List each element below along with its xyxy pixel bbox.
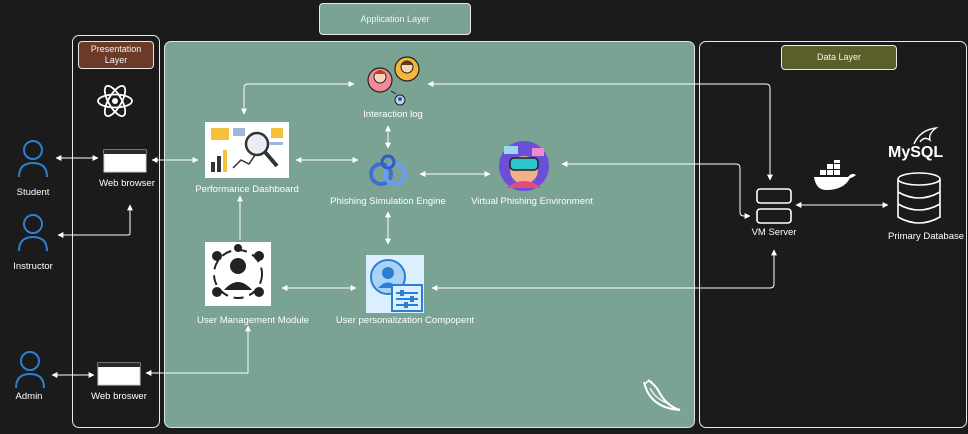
user-management-icon: [205, 242, 271, 306]
vr-user-icon: [499, 141, 549, 191]
performance-dashboard-label: Performance Dashboard: [195, 184, 299, 195]
instructor-label: Instructor: [13, 261, 53, 272]
application-layer-title: Application Layer: [360, 13, 430, 24]
interaction-log-icon: [367, 56, 420, 106]
user-icon: [18, 214, 48, 252]
mysql-logo-text: MySQL: [888, 144, 944, 161]
user-icon: [18, 140, 48, 178]
vm-server-label: VM Server: [751, 227, 797, 238]
presentation-layer-title: Presentation Layer: [90, 44, 142, 65]
user-icon: [15, 351, 45, 389]
application-layer-tag: Application Layer: [319, 3, 471, 35]
web-browser-bottom-label: Web broswer: [91, 391, 147, 402]
personalization-icon: [366, 255, 424, 313]
data-layer-title: Data Layer: [816, 52, 862, 62]
student-label: Student: [16, 187, 50, 198]
docker-icon: [814, 160, 856, 190]
react-icon: [97, 85, 133, 117]
server-icon: [756, 188, 792, 224]
flask-icon: [643, 379, 681, 411]
personalization-label: User personalization Compopent: [335, 315, 475, 326]
admin-label: Admin: [15, 391, 43, 402]
data-layer-tag: Data Layer: [781, 45, 897, 70]
browser-window-icon: [103, 149, 147, 173]
presentation-layer-tag: Presentation Layer: [78, 41, 154, 69]
mysql-icon: MySQL: [884, 126, 944, 166]
database-icon: [897, 172, 941, 224]
user-management-label: User Management Module: [197, 315, 309, 326]
data-layer-panel: [699, 41, 967, 428]
virtual-env-label: Virtual Phishing Environment: [471, 196, 593, 207]
phishing-engine-label: Phishing Simulation Engine: [330, 196, 446, 207]
application-layer-panel: [164, 41, 695, 428]
primary-db-label: Primary Database: [887, 231, 965, 242]
browser-window-icon: [97, 362, 141, 386]
engine-icon: [369, 154, 407, 186]
interaction-log-label: Interaction log: [363, 109, 423, 120]
web-browser-top-label: Web browser: [99, 178, 155, 189]
dashboard-icon: [205, 122, 289, 178]
